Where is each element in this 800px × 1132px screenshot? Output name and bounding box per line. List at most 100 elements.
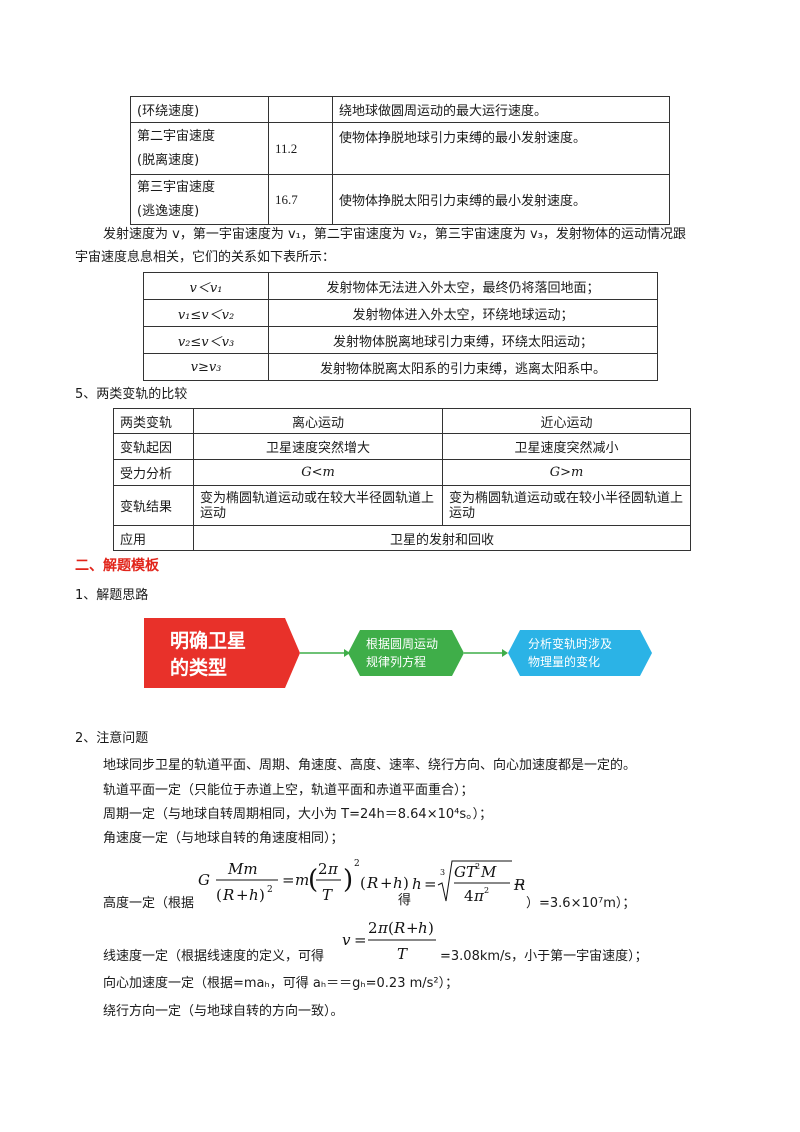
svg-text:+: + <box>236 886 249 904</box>
section-title: 5、两类变轨的比较 <box>75 387 188 402</box>
flow-arrow-1-head <box>344 649 350 657</box>
table-cell: 发射物体脱离地球引力束缚，环绕太阳运动； <box>268 326 658 354</box>
svg-text:G: G <box>198 871 210 889</box>
flow-step-3: 分析变轨时涉及 物理量的变化 <box>508 630 652 676</box>
table-cell: v₁≤v＜v₂ <box>143 299 269 327</box>
svg-text:GT: GT <box>454 863 477 881</box>
flow-step-2-line1: 根据圆周运动 <box>366 637 438 651</box>
svg-text:): ) <box>428 919 434 937</box>
svg-text:h: h <box>412 875 422 893</box>
flow-step-2-shape <box>348 630 464 676</box>
svg-text:3: 3 <box>440 868 445 877</box>
table-cell: 变轨结果 <box>113 485 194 526</box>
section-heading: 二、解题模板 <box>75 558 159 574</box>
svg-text:): ) <box>343 865 353 895</box>
table-cell: v＜v₁ <box>143 272 269 300</box>
flow-step-3-line1: 分析变轨时涉及 <box>528 636 612 651</box>
svg-text:(: ( <box>216 886 222 904</box>
svg-text:Mm: Mm <box>227 860 258 878</box>
flow-step-1-line1: 明确卫星 <box>170 629 246 652</box>
svg-text:π: π <box>473 887 485 905</box>
svg-text:h: h <box>249 886 259 904</box>
table-cell: 变轨起因 <box>113 433 194 460</box>
svg-text:+: + <box>380 874 393 892</box>
table-cell: 第三宇宙速度(逃逸速度) <box>130 174 269 225</box>
flow-step-3-shape <box>508 630 652 676</box>
note-line: 绕行方向一定（与地球自转的方向一致）。 <box>103 1004 344 1019</box>
note-line-mid: 得 <box>398 893 412 908</box>
svg-text:π: π <box>327 860 339 878</box>
table-cell: 卫星速度突然增大 <box>193 433 443 460</box>
svg-text:T: T <box>397 945 408 963</box>
note-line-prefix: 高度一定（根据 <box>103 896 195 911</box>
svg-text:+: + <box>406 919 419 937</box>
svg-text:2: 2 <box>475 862 480 871</box>
flow-step-3-line2: 物理量的变化 <box>528 654 600 669</box>
svg-text:=: = <box>354 931 367 949</box>
paragraph-line: 宇宙速度息息相关，它们的关系如下表所示： <box>75 250 336 265</box>
note-line: 地球同步卫星的轨道平面、周期、角速度、高度、速率、绕行方向、向心加速度都是一定的… <box>103 758 637 773</box>
paragraph-line: 发射速度为 v，第一宇宙速度为 v₁，第二宇宙速度为 v₂，第三宇宙速度为 v₃… <box>103 227 686 242</box>
table-cell: 发射物体进入外太空，环绕地球运动； <box>268 299 658 327</box>
subsection-title: 1、解题思路 <box>75 588 149 603</box>
table-cell: 两类变轨 <box>113 408 194 434</box>
table-cell: 使物体挣脱地球引力束缚的最小发射速度。 <box>332 122 670 175</box>
svg-text:2: 2 <box>267 885 273 895</box>
table-cell: v₂≤v＜v₃ <box>143 326 269 354</box>
launch-speed-table: v＜v₁ 发射物体无法进入外太空，最终仍将落回地面； v₁≤v＜v₂ 发射物体进… <box>143 272 658 381</box>
svg-text:=: = <box>424 875 437 893</box>
svg-text:): ) <box>403 874 409 892</box>
svg-text:(: ( <box>308 865 318 895</box>
svg-text:h: h <box>418 919 428 937</box>
note-line: 轨道平面一定（只能位于赤道上空，轨道平面和赤道平面重合）； <box>103 783 474 798</box>
svg-text:π: π <box>377 919 389 937</box>
svg-text:(: ( <box>360 874 366 892</box>
table-cell: 离心运动 <box>193 408 443 434</box>
cosmic-velocity-table: (环绕速度) 绕地球做圆周运动的最大运行速度。 第二宇宙速度(脱离速度) 11.… <box>130 96 670 225</box>
note-line: 角速度一定（与地球自转的角速度相同）； <box>103 831 344 846</box>
svg-text:): ) <box>259 886 265 904</box>
svg-text:R: R <box>366 874 378 892</box>
table-cell: 卫星的发射和回收 <box>193 525 691 551</box>
svg-text:v: v <box>342 931 351 949</box>
table-cell: v≥v₃ <box>143 353 269 381</box>
svg-text:m: m <box>295 871 309 889</box>
table-cell: G>m <box>442 459 691 486</box>
table-cell: 应用 <box>113 525 194 551</box>
table-cell: 卫星速度突然减小 <box>442 433 691 460</box>
svg-text:M: M <box>480 863 497 881</box>
svg-text:h: h <box>393 874 403 892</box>
flow-step-1-line2: 的类型 <box>170 656 227 679</box>
svg-text:R: R <box>393 919 405 937</box>
table-cell <box>268 96 333 123</box>
solution-flow-diagram: 明确卫星 的类型 根据圆周运动 规律列方程 分析变轨时涉及 物理量的变化 <box>144 618 652 688</box>
orbit-change-table: 两类变轨 离心运动 近心运动 变轨起因 卫星速度突然增大 卫星速度突然减小 受力… <box>113 408 691 551</box>
table-cell: 发射物体无法进入外太空，最终仍将落回地面； <box>268 272 658 300</box>
flow-step-2-line2: 规律列方程 <box>366 654 426 669</box>
note-line: 周期一定（与地球自转周期相同，大小为 T=24h＝8.64×10⁴s。）； <box>103 807 493 822</box>
flow-step-1-shape <box>144 618 300 688</box>
table-cell: 绕地球做圆周运动的最大运行速度。 <box>332 96 670 123</box>
table-cell: 发射物体脱离太阳系的引力束缚，逃离太阳系中。 <box>268 353 658 381</box>
svg-text:4: 4 <box>464 887 474 905</box>
table-cell: 使物体挣脱太阳引力束缚的最小发射速度。 <box>332 174 670 225</box>
flow-step-2: 根据圆周运动 规律列方程 <box>348 630 464 676</box>
table-cell: 变为椭圆轨道运动或在较大半径圆轨道上运动 <box>193 485 443 526</box>
svg-text:2: 2 <box>368 919 378 937</box>
table-cell: 受力分析 <box>113 459 194 486</box>
svg-text:2: 2 <box>318 860 328 878</box>
svg-text:2: 2 <box>354 859 360 869</box>
svg-text:2: 2 <box>484 886 489 895</box>
height-result-r: R <box>514 876 526 894</box>
svg-text:(: ( <box>388 919 394 937</box>
svg-text:T: T <box>322 886 333 904</box>
table-cell: (环绕速度) <box>130 96 269 123</box>
flow-step-1: 明确卫星 的类型 <box>144 618 300 688</box>
table-cell: 变为椭圆轨道运动或在较小半径圆轨道上运动 <box>442 485 691 526</box>
note-line: 向心加速度一定（根据=maₕ，可得 aₕ＝＝gₕ=0.23 m/s²）； <box>103 976 459 991</box>
table-cell: 16.7 <box>268 174 333 225</box>
svg-text:−: − <box>513 875 526 893</box>
